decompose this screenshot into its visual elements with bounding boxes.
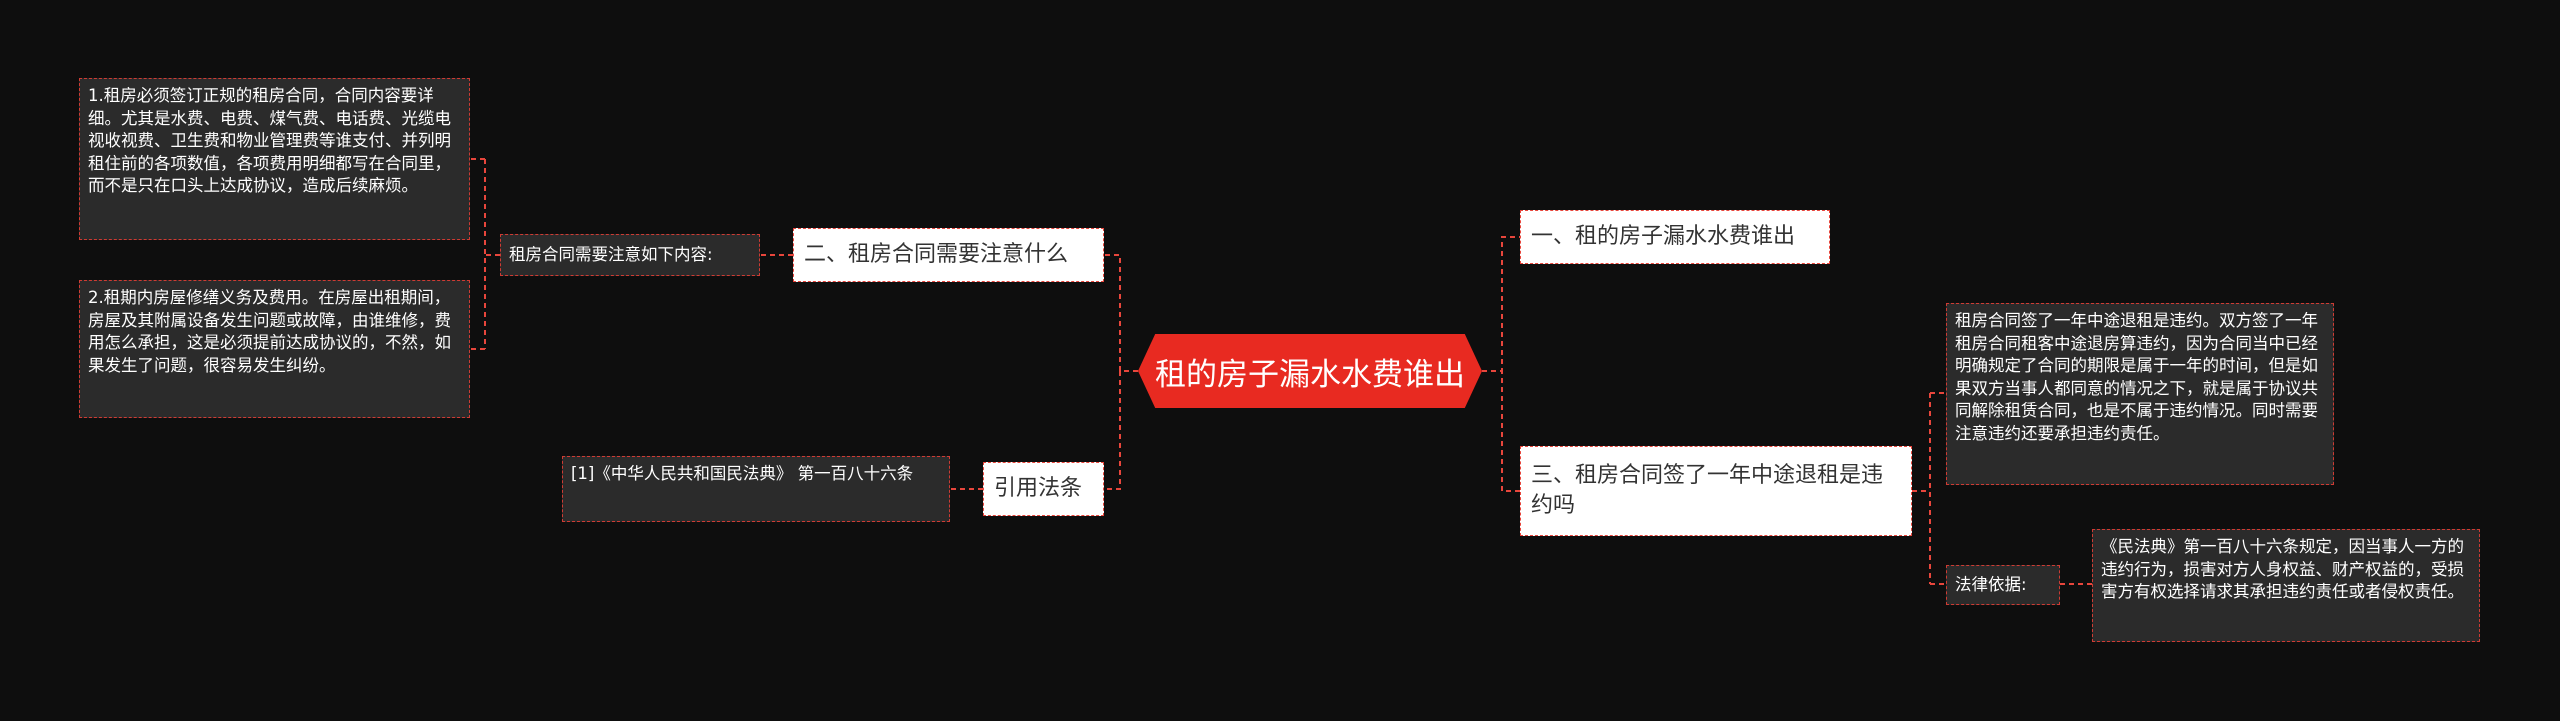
branch-leak-water-fee[interactable]: 一、租的房子漏水水费谁出	[1520, 210, 1830, 264]
law-basis-text[interactable]: 《民法典》第一百八十六条规定，因当事人一方的违约行为，损害对方人身权益、财产权益…	[2092, 529, 2480, 642]
branch-law-citation[interactable]: 引用法条	[983, 462, 1104, 516]
connector-sublabel-items	[470, 158, 500, 350]
note-item-2[interactable]: 2.租期内房屋修缮义务及费用。在房屋出租期间，房屋及其附属设备发生问题或故障，由…	[79, 280, 470, 418]
note-item-1[interactable]: 1.租房必须签订正规的租房合同，合同内容要详细。尤其是水费、电费、煤气费、电话费…	[79, 78, 470, 240]
branch-early-termination[interactable]: 三、租房合同签了一年中途退租是违约吗	[1520, 446, 1912, 536]
connector-root-three	[1482, 370, 1520, 492]
connector-root-one	[1482, 236, 1520, 372]
root-node[interactable]: 租的房子漏水水费谁出	[1138, 334, 1482, 408]
law-citation-item[interactable]: [1]《中华人民共和国民法典》 第一百八十六条	[562, 456, 950, 522]
sub-label-notes[interactable]: 租房合同需要注意如下内容:	[500, 234, 760, 276]
connector-three-details	[1912, 392, 1946, 585]
termination-detail[interactable]: 租房合同签了一年中途退租是违约。双方签了一年租房合同租客中途退房算违约，因为合同…	[1946, 303, 2334, 485]
law-basis-label[interactable]: 法律依据:	[1946, 565, 2060, 605]
connector-root-notes	[1104, 254, 1138, 372]
branch-contract-notes[interactable]: 二、租房合同需要注意什么	[793, 228, 1104, 282]
connector-root-law	[1104, 370, 1138, 490]
